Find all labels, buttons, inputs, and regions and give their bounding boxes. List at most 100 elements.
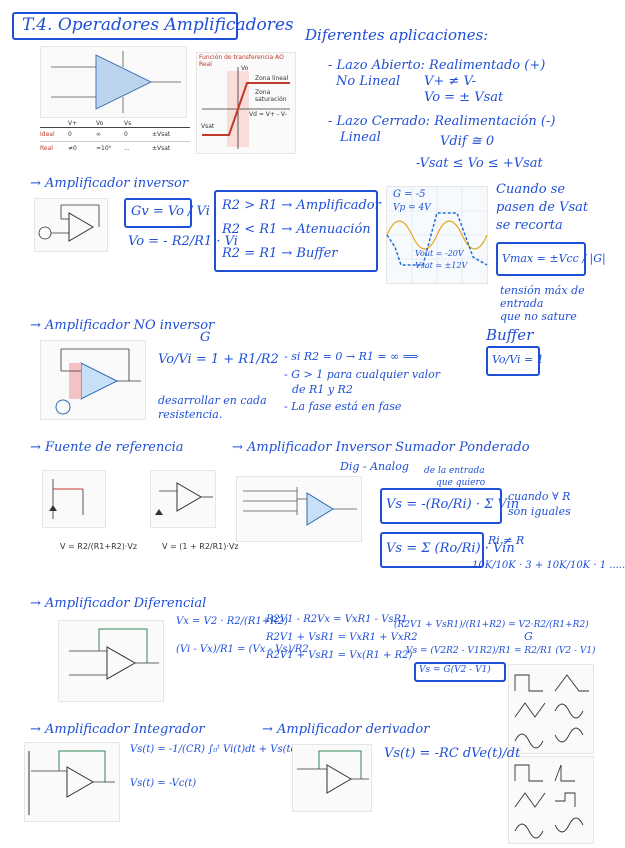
scope-vsat: Vsat = ±12V xyxy=(415,261,468,270)
table-cell: Ideal xyxy=(40,131,55,138)
integrator-heading: → Amplificador Integrador xyxy=(30,722,205,737)
summing-formula-2: Vs = Σ (Ro/Ri) · Vin xyxy=(386,541,515,556)
vmax-note-1: tensión máx de xyxy=(500,284,585,297)
vsat-label: Vsat xyxy=(201,123,215,130)
diff-apps-heading: Diferentes aplicaciones: xyxy=(305,26,489,44)
summing-annot-2: que quiero xyxy=(436,478,486,488)
inverting-formula: Vo = - R2/R1 · Vi xyxy=(128,234,238,249)
vmax-box: Vmax = ±Vcc / |G| xyxy=(496,242,606,276)
closed-loop-title: - Lazo Cerrado: Realimentación (-) xyxy=(328,114,556,129)
noninverting-g-label: G xyxy=(200,330,211,345)
vmax-note-3: que no sature xyxy=(500,310,577,323)
table-cell: Real xyxy=(40,145,53,152)
reference-formula-2: V = (1 + R2/R1)·Vz xyxy=(162,542,239,551)
derivative-heading: → Amplificador derivador xyxy=(262,722,430,737)
gain-box: Gv = Vo / Vi xyxy=(124,198,210,228)
summing-annot-1: de la entrada xyxy=(424,466,485,476)
case-amplifier: R2 > R1 → Amplificador xyxy=(222,198,381,213)
integrator-circuit-figure xyxy=(24,742,120,822)
derivative-circuit-figure xyxy=(292,744,372,812)
table-header: Vo xyxy=(96,120,104,127)
table-header-row: V+ Vo Vs xyxy=(40,120,190,128)
table-cell: ≠0 xyxy=(68,145,77,152)
differential-heading: → Amplificador Diferencial xyxy=(30,596,207,611)
closed-loop-cond: Vdif ≅ 0 xyxy=(440,134,495,149)
open-loop-type: No Lineal xyxy=(336,74,401,89)
scope-gain: G = -5 xyxy=(393,189,426,200)
page-title: T.4. Operadores Amplificadores xyxy=(22,15,294,35)
closed-loop-type: Lineal xyxy=(340,130,381,145)
inverting-heading: → Amplificador inversor xyxy=(30,176,189,191)
table-header xyxy=(152,120,190,127)
summing-formula-3: 10K/10K · 3 + 10K/10K · 1 ..... xyxy=(472,560,625,571)
diff-g-label: G xyxy=(524,630,533,643)
table-header xyxy=(40,120,68,127)
table-cell: ≈10⁵ xyxy=(96,145,112,152)
summing-circuit-figure xyxy=(236,476,362,542)
table-row: Ideal 0 ∞ 0 ±Vsat xyxy=(40,128,190,142)
vo-axis-label: Vo xyxy=(241,65,249,72)
noninverting-formula: Vo/Vi = 1 + R1/R2 xyxy=(158,352,279,367)
diff-right-2: Vs = (V2R2 - V1R2)/R1 = R2/R1 (V2 - V1) xyxy=(406,646,596,656)
title-box: T.4. Operadores Amplificadores xyxy=(12,12,294,40)
table-cell: 0 xyxy=(68,131,72,138)
table-header: V+ xyxy=(68,120,78,127)
noninv-note-3: de R1 y R2 xyxy=(292,383,353,396)
summing-formula-box-2: Vs = Σ (Ro/Ri) · Vin xyxy=(380,532,515,568)
waveform-thumbnails-2 xyxy=(508,756,594,844)
case-buffer: R2 = R1 → Buffer xyxy=(222,246,338,261)
summing-note-3: Ri ≠ R xyxy=(488,534,525,547)
clip-note-1: Cuando se xyxy=(496,182,566,197)
table-cell: ±Vsat xyxy=(152,131,171,138)
open-loop-out: Vo = ± Vsat xyxy=(424,90,504,105)
ideal-real-table: V+ Vo Vs Ideal 0 ∞ 0 ±Vsat Real ≠0 ≈10⁵ … xyxy=(40,120,190,155)
buffer-formula: Vo/Vi = 1 xyxy=(492,353,544,366)
transfer-function-figure: Función de transferencia AO Real Zona li… xyxy=(196,52,296,154)
buffer-title: Buffer xyxy=(486,326,534,344)
reference-circuit-2 xyxy=(150,470,216,528)
buffer-box: Vo/Vi = 1 xyxy=(486,346,544,376)
table-cell: ... xyxy=(124,145,130,152)
vd-axis-label: Vd = V+ - V- xyxy=(249,111,287,118)
summing-note-1: cuando ∀ R xyxy=(508,490,571,503)
summing-formula-box-1: Vs = -(Ro/Ri) · Σ Vin xyxy=(380,488,519,524)
derivative-formula: Vs(t) = -RC dVe(t)/dt xyxy=(384,746,521,761)
case-attenuation: R2 < R1 → Atenuación xyxy=(222,222,371,237)
develop-note-2: resistencia. xyxy=(158,408,223,421)
diff-left-2: (Vi - Vx)/R1 = (Vx - Vs)/R2 xyxy=(176,644,309,655)
scope-vp: Vp = 4V xyxy=(393,203,431,213)
vmax-formula: Vmax = ±Vcc / |G| xyxy=(502,252,606,265)
noninv-note-1: - si R2 = 0 → R1 = ∞ ⟹ xyxy=(284,350,419,363)
noninverting-circuit-figure xyxy=(40,340,146,420)
develop-note-1: desarrollar en cada xyxy=(158,394,267,407)
waveform-thumbnails-1 xyxy=(508,664,594,754)
summing-heading: → Amplificador Inversor Sumador Ponderad… xyxy=(232,440,530,455)
differential-circuit-figure xyxy=(58,620,164,702)
reference-circuit-1 xyxy=(42,470,106,528)
inverting-circuit-figure xyxy=(34,198,108,252)
summing-note-2: son iguales xyxy=(508,505,571,518)
noninverting-heading: → Amplificador NO inversor xyxy=(30,318,215,333)
integrator-formula-2: Vs(t) = -Vc(t) xyxy=(130,778,197,789)
diff-right-3: Vs = G(V2 - V1) xyxy=(419,665,491,675)
diff-result-box: Vs = G(V2 - V1) xyxy=(414,662,506,682)
inverting-cases-box: R2 > R1 → Amplificador R2 < R1 → Atenuac… xyxy=(214,190,381,272)
reference-heading: → Fuente de referencia xyxy=(30,440,184,455)
vmax-note-2: entrada xyxy=(500,297,544,310)
gain-formula: Gv = Vo / Vi xyxy=(131,204,210,219)
clip-note-2: pasen de Vsat xyxy=(496,200,589,215)
reference-formula-1: V = R2/(R1+R2)·Vz xyxy=(60,542,138,551)
open-loop-title: - Lazo Abierto: Realimentado (+) xyxy=(328,58,546,73)
summing-formula-1: Vs = -(Ro/Ri) · Σ Vin xyxy=(386,497,520,512)
scope-vout: Vout = -20V xyxy=(415,249,464,258)
diff-right-1: (R2V1 + VsR1)/(R1+R2) = V2·R2/(R1+R2) xyxy=(394,620,589,630)
open-loop-cond: V+ ≠ V- xyxy=(424,74,477,89)
table-cell: 0 xyxy=(124,131,128,138)
diff-left-1: Vx = V2 · R2/(R1+R2) xyxy=(176,616,288,627)
zone-linear-label: Zona lineal xyxy=(255,75,289,82)
diff-mid-2: R2V1 + VsR1 = VxR1 + VxR2 xyxy=(266,632,418,643)
integrator-formula-1: Vs(t) = -1/(CR) ∫₀ᵗ Vi(t)dt + Vs(to) xyxy=(130,744,301,755)
closed-loop-range: -Vsat ≤ Vo ≤ +Vsat xyxy=(416,156,543,171)
table-cell: ±Vsat xyxy=(152,145,171,152)
noninv-note-2: - G > 1 para cualquier valor xyxy=(284,368,441,381)
